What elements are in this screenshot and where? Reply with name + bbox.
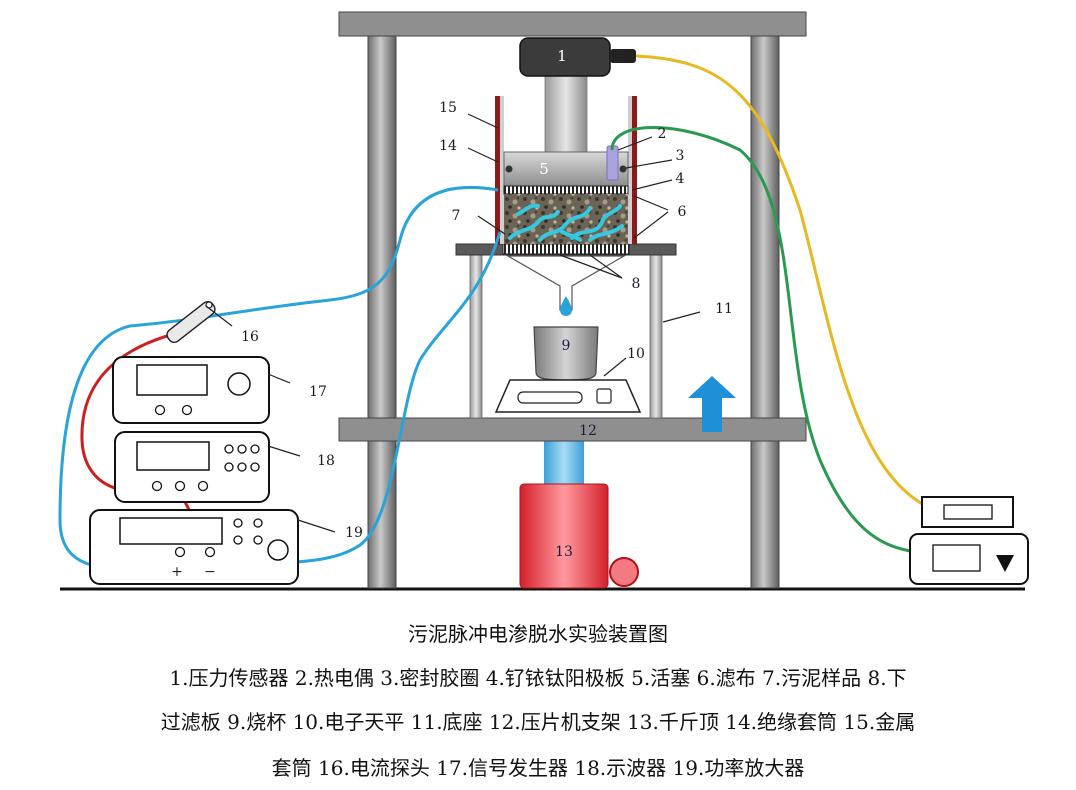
cable-green	[610, 126, 911, 553]
thermocouple	[606, 145, 619, 181]
label-6: 6	[678, 204, 687, 220]
signal-generator	[112, 356, 270, 424]
base-leg-right	[649, 253, 663, 419]
label-7: 7	[452, 208, 461, 224]
electronic-balance	[494, 379, 642, 413]
label-11: 11	[715, 301, 733, 317]
seal-ring-right	[619, 165, 627, 173]
piston-rod	[544, 75, 588, 153]
current-probe	[166, 300, 216, 344]
down-triangle-icon	[996, 555, 1014, 572]
power-amplifier	[89, 509, 299, 585]
label-minus: −	[204, 564, 216, 580]
label-4: 4	[676, 171, 685, 187]
left-pillar	[367, 35, 397, 589]
caption-legend-line-3: 套筒 16.电流探头 17.信号发生器 18.示波器 19.功率放大器	[271, 756, 805, 780]
label-8: 8	[632, 276, 641, 292]
label-13: 13	[555, 544, 573, 560]
label-14: 14	[439, 138, 457, 154]
label-plus: +	[171, 564, 183, 580]
label-19: 19	[345, 525, 363, 541]
top-crossbeam	[338, 11, 807, 37]
label-15: 15	[439, 100, 457, 116]
seal-ring-left	[505, 165, 513, 173]
sludge-sample	[504, 194, 628, 244]
leader-lines	[205, 113, 701, 533]
caption-legend-line-1: 1.压力传感器 2.热电偶 3.密封胶圈 4.钌铱钛阳极板 5.活塞 6.滤布 …	[169, 666, 907, 690]
label-9: 9	[562, 338, 571, 354]
lower-filter-plate	[502, 243, 630, 255]
press-support-plate	[338, 417, 807, 442]
cable-blue-main	[58, 185, 502, 571]
hydraulic-jack	[519, 440, 639, 589]
water-drop	[560, 296, 572, 316]
label-12: 12	[579, 423, 597, 439]
anode-plate	[503, 185, 629, 195]
caption-title: 污泥脉冲电渗脱水实验装置图	[408, 622, 668, 646]
label-17: 17	[309, 384, 327, 400]
display-unit-lower	[909, 533, 1029, 585]
display-unit-upper	[921, 496, 1014, 528]
sleeve-assembly	[495, 96, 637, 244]
label-18: 18	[317, 453, 335, 469]
label-2: 2	[658, 126, 667, 142]
label-1: 1	[557, 47, 567, 65]
up-arrow-icon	[688, 376, 736, 432]
cable-yellow	[635, 54, 931, 510]
label-5: 5	[539, 160, 549, 178]
sensor-connector	[610, 49, 636, 63]
label-16: 16	[241, 329, 259, 345]
apparatus-diagram: 1 2 3 4 5 6 7 8 9 10 11 12 13 14 15 16 1…	[58, 11, 1029, 591]
label-10: 10	[627, 346, 645, 362]
label-3: 3	[676, 148, 685, 164]
oscilloscope	[114, 431, 270, 503]
water-channels	[508, 203, 624, 242]
caption-legend-line-2: 过滤板 9.烧杯 10.电子天平 11.底座 12.压片机支架 13.千斤顶 1…	[160, 710, 916, 734]
right-pillar	[750, 35, 780, 589]
